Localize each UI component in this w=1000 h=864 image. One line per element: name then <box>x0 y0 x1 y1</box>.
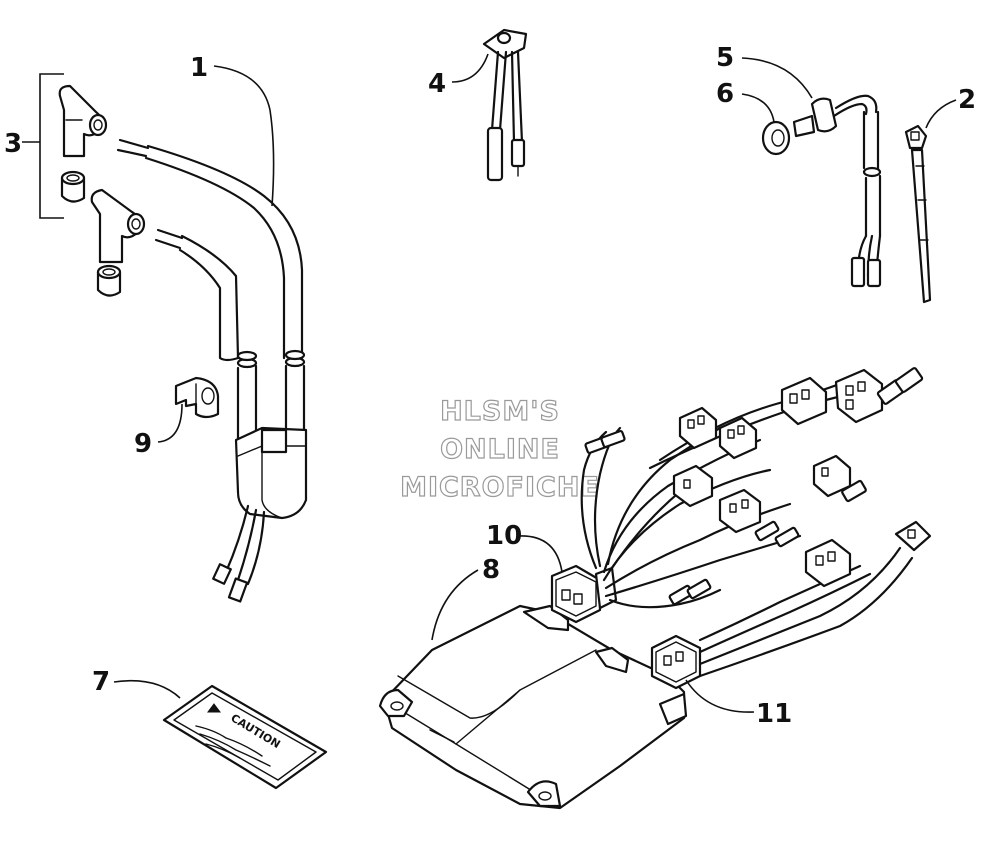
part-main-harness[interactable] <box>550 367 924 624</box>
part-sensor-with-lead[interactable] <box>792 94 882 288</box>
callout-10[interactable]: 10 <box>486 521 522 551</box>
part-spark-plug-caps[interactable] <box>22 73 146 297</box>
part-caution-decal[interactable]: CAUTION <box>162 684 328 790</box>
callout-9[interactable]: 9 <box>134 429 152 459</box>
callout-labels: 1 2 3 4 5 6 7 8 9 10 11 <box>4 43 976 729</box>
watermark: HLSM'S ONLINE MICROFICHE <box>399 395 600 503</box>
watermark-line-1: HLSM'S <box>440 396 560 427</box>
harness-connector-c <box>780 376 828 426</box>
callout-2[interactable]: 2 <box>958 85 976 115</box>
part-clamp[interactable] <box>174 376 220 419</box>
leader-lines <box>113 53 957 713</box>
callout-4[interactable]: 4 <box>428 69 446 99</box>
callout-6[interactable]: 6 <box>716 79 734 109</box>
harness-connector-e <box>672 464 714 508</box>
harness-connector-a <box>678 406 718 450</box>
harness-connector-d <box>834 368 884 424</box>
callout-8[interactable]: 8 <box>482 555 500 585</box>
callout-7[interactable]: 7 <box>92 667 110 697</box>
callout-11[interactable]: 11 <box>756 699 792 729</box>
part-cable-tie[interactable] <box>904 124 932 304</box>
part-washer[interactable] <box>761 120 791 156</box>
callout-5[interactable]: 5 <box>716 43 734 73</box>
part-temp-sensor[interactable] <box>482 28 528 182</box>
harness-connector-f <box>718 488 762 534</box>
harness-terminals <box>584 367 924 606</box>
callout-3[interactable]: 3 <box>4 129 22 159</box>
watermark-line-2: ONLINE <box>440 434 560 465</box>
harness-connector-b <box>718 416 758 460</box>
callout-1[interactable]: 1 <box>190 53 208 83</box>
part-ignition-coil[interactable] <box>116 138 308 603</box>
part-control-module[interactable] <box>378 604 688 810</box>
watermark-line-3: MICROFICHE <box>400 472 600 503</box>
part-secondary-harness[interactable] <box>650 520 932 690</box>
